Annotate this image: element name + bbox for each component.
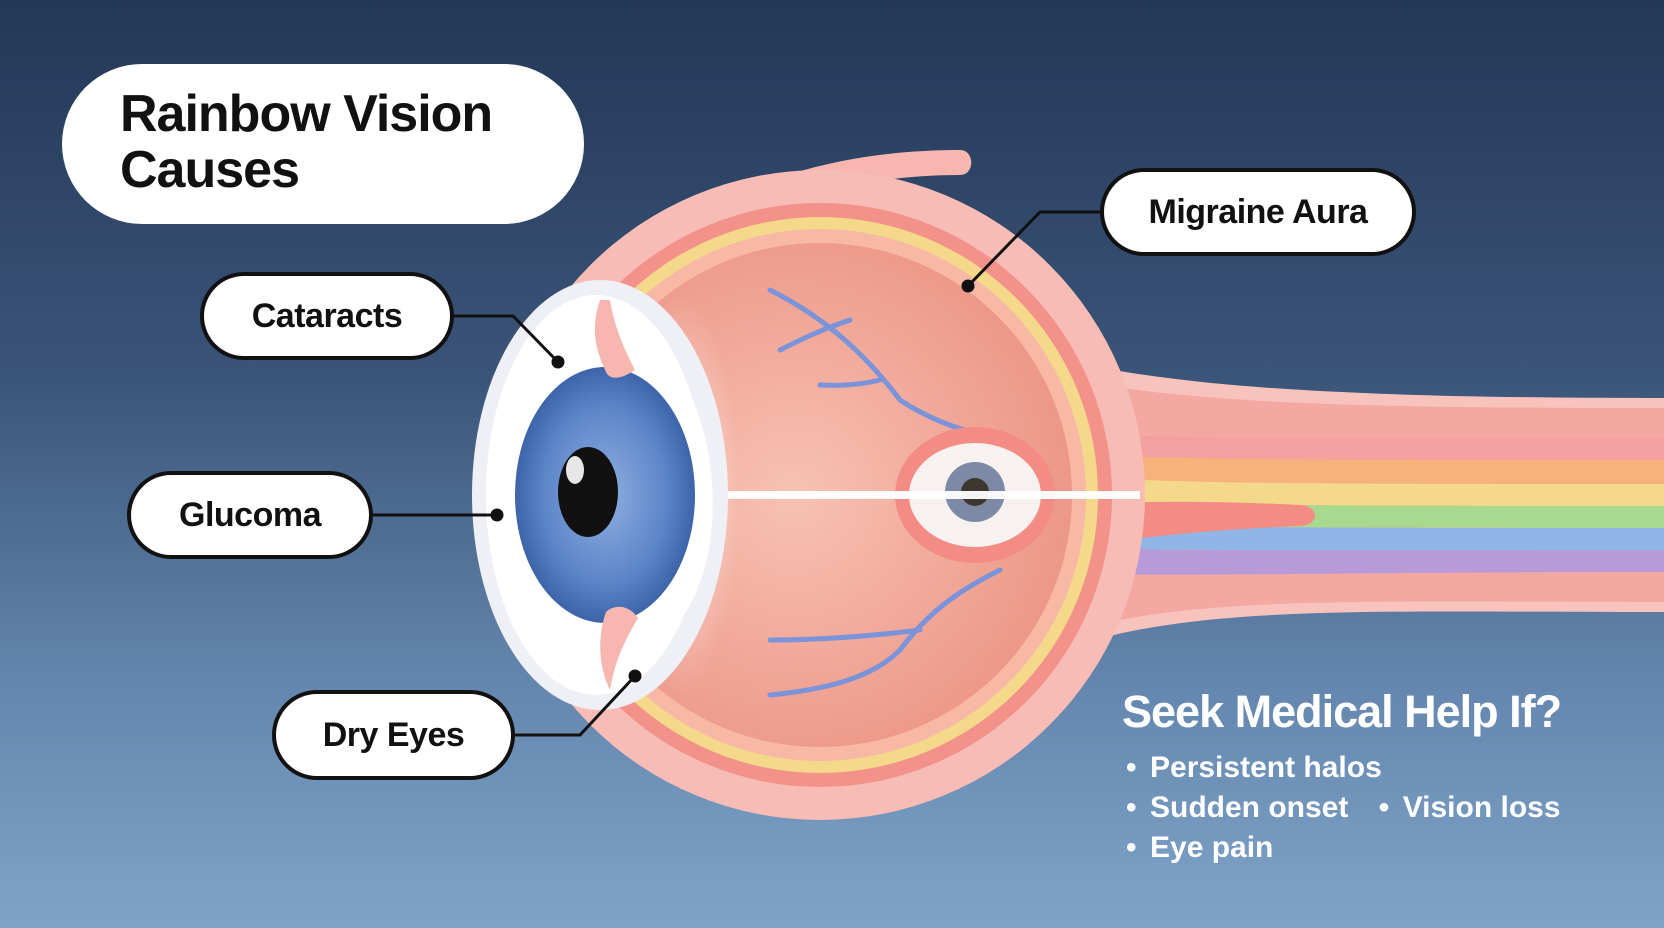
help-item: Sudden onset [1122,788,1348,828]
help-item: Persistent halos [1122,748,1561,788]
cornea-lower-edge [600,606,638,690]
rainbow-band-orange [1030,452,1664,484]
dry-eyes-leader-line [515,674,637,737]
migraine-anchor-dot [961,279,975,293]
help-item: Eye pain [1122,828,1561,868]
label-glaucoma: Glucoma [127,471,373,559]
dry-eyes-anchor-dot [628,669,642,683]
iris-icon [515,367,695,623]
diagram-title: Rainbow Vision Causes [62,64,584,224]
seek-help-panel: Seek Medical Help If? Persistent halos S… [1122,686,1579,868]
cataracts-leader-line [454,314,560,364]
seek-help-list: Persistent halos Sudden onset Vision los… [1122,748,1579,868]
migraine-leader-line [966,210,1100,288]
callout-lines [373,210,1100,737]
cornea-upper-edge [594,300,635,378]
label-dry-eyes: Dry Eyes [272,690,515,780]
cataracts-anchor-dot [551,355,565,369]
seek-help-heading: Seek Medical Help If? [1122,686,1562,737]
glaucoma-anchor-dot [490,508,504,522]
rainbow-band-yellow [1040,474,1664,506]
rainbow-band-red [1020,430,1664,460]
label-migraine-aura: Migraine Aura [1100,168,1416,256]
lens-icon [633,338,713,652]
help-item: Vision loss [1375,788,1561,828]
rainbow-band-purple [1040,546,1664,575]
label-cataracts: Cataracts [200,272,454,360]
